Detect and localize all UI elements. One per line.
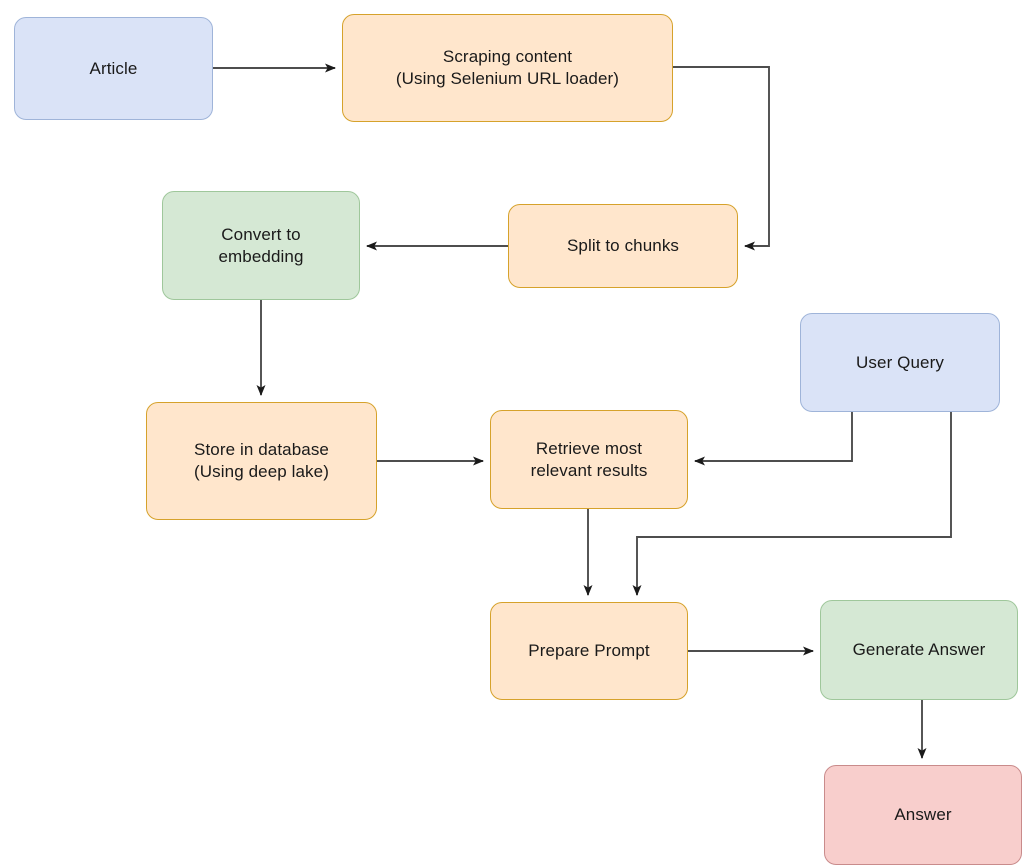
node-convert-label: Convert to embedding [218,224,304,266]
node-answer[interactable]: Answer [824,765,1022,865]
node-generate-label: Generate Answer [852,640,986,659]
node-answer-label: Answer [894,805,952,824]
node-retrieve-label: Retrieve most relevant results [530,438,648,480]
node-split[interactable]: Split to chunks [508,204,738,288]
node-scraping-label: Scraping content (Using Selenium URL loa… [395,47,620,88]
node-generate[interactable]: Generate Answer [820,600,1018,700]
node-convert[interactable]: Convert to embedding [162,191,360,300]
node-retrieve[interactable]: Retrieve most relevant results [490,410,688,509]
node-query-label: User Query [856,352,944,372]
node-article-label: Article [89,58,138,78]
node-prompt-label: Prepare Prompt [528,641,650,660]
node-prompt[interactable]: Prepare Prompt [490,602,688,700]
node-split-label: Split to chunks [566,236,680,255]
edge-query-to-retrieve [694,412,853,466]
node-store[interactable]: Store in database (Using deep lake) [146,402,377,520]
node-article[interactable]: Article [14,17,213,120]
node-scraping[interactable]: Scraping content (Using Selenium URL loa… [342,14,673,122]
node-store-label: Store in database (Using deep lake) [194,440,329,481]
node-query[interactable]: User Query [800,313,1000,412]
